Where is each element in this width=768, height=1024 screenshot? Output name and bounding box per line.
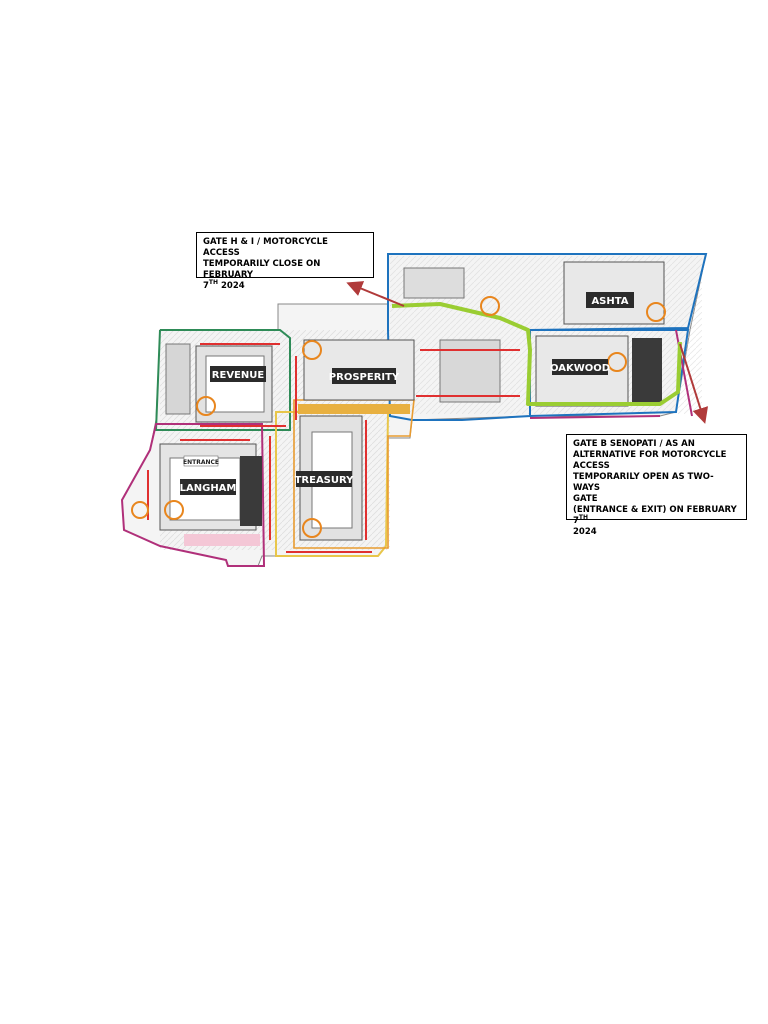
- svg-text:ENTRANCE: ENTRANCE: [183, 459, 219, 466]
- callout-line: GATE: [573, 494, 598, 504]
- marker-circle: [302, 340, 322, 360]
- svg-text:TREASURY: TREASURY: [295, 475, 355, 486]
- building-label-langham: LANGHAM: [180, 479, 237, 495]
- building-label-prosperity: PROSPERITY: [329, 368, 400, 384]
- building-label-revenue: REVENUE: [210, 366, 266, 382]
- zone-green: [154, 329, 291, 431]
- entrance-label: ENTRANCE: [183, 455, 219, 467]
- svg-text:LANGHAM: LANGHAM: [180, 483, 237, 494]
- building-label-oakwood: OAKWOOD: [550, 359, 610, 375]
- callout-line: 7TH 2024: [203, 279, 245, 291]
- callout-line: 2024: [573, 527, 597, 537]
- marker-circle: [196, 396, 216, 416]
- building-label-ashta: ASHTA: [586, 292, 634, 308]
- marker-circle: [302, 518, 322, 538]
- marker-circle: [164, 500, 184, 520]
- callout-line: ALTERNATIVE FOR MOTORCYCLE: [573, 450, 727, 460]
- callout-line: GATE H & I / MOTORCYCLE ACCESS: [203, 237, 328, 258]
- callout-line: TEMPORARILY OPEN AS TWO-WAYS: [573, 472, 714, 493]
- marker-circle: [480, 296, 500, 316]
- traffic-markers: [147, 343, 520, 553]
- callout-line: (ENTRANCE & EXIT) ON FEBRUARY 7TH: [573, 505, 737, 526]
- svg-text:PROSPERITY: PROSPERITY: [329, 372, 400, 383]
- motorcycle-route: [391, 302, 682, 406]
- gate-b-callout: GATE B SENOPATI / AS AN ALTERNATIVE FOR …: [566, 434, 747, 537]
- svg-text:REVENUE: REVENUE: [212, 370, 265, 381]
- marker-circle: [131, 501, 149, 519]
- marker-circle: [646, 302, 666, 322]
- callout-line: ACCESS: [573, 461, 610, 471]
- zone-purple-langham: [120, 423, 266, 567]
- arrow-to-gate-h-i: [346, 281, 405, 307]
- gate-h-i-callout: GATE H & I / MOTORCYCLE ACCESS TEMPORARI…: [196, 232, 374, 291]
- arrow-to-gate-b: [679, 343, 709, 424]
- callout-line: GATE B SENOPATI / AS AN: [573, 439, 695, 449]
- svg-text:OAKWOOD: OAKWOOD: [550, 363, 610, 374]
- callout-line: TEMPORARILY CLOSE ON FEBRUARY: [203, 259, 321, 280]
- svg-text:ASHTA: ASHTA: [591, 296, 628, 307]
- building-label-treasury: TREASURY: [295, 471, 355, 487]
